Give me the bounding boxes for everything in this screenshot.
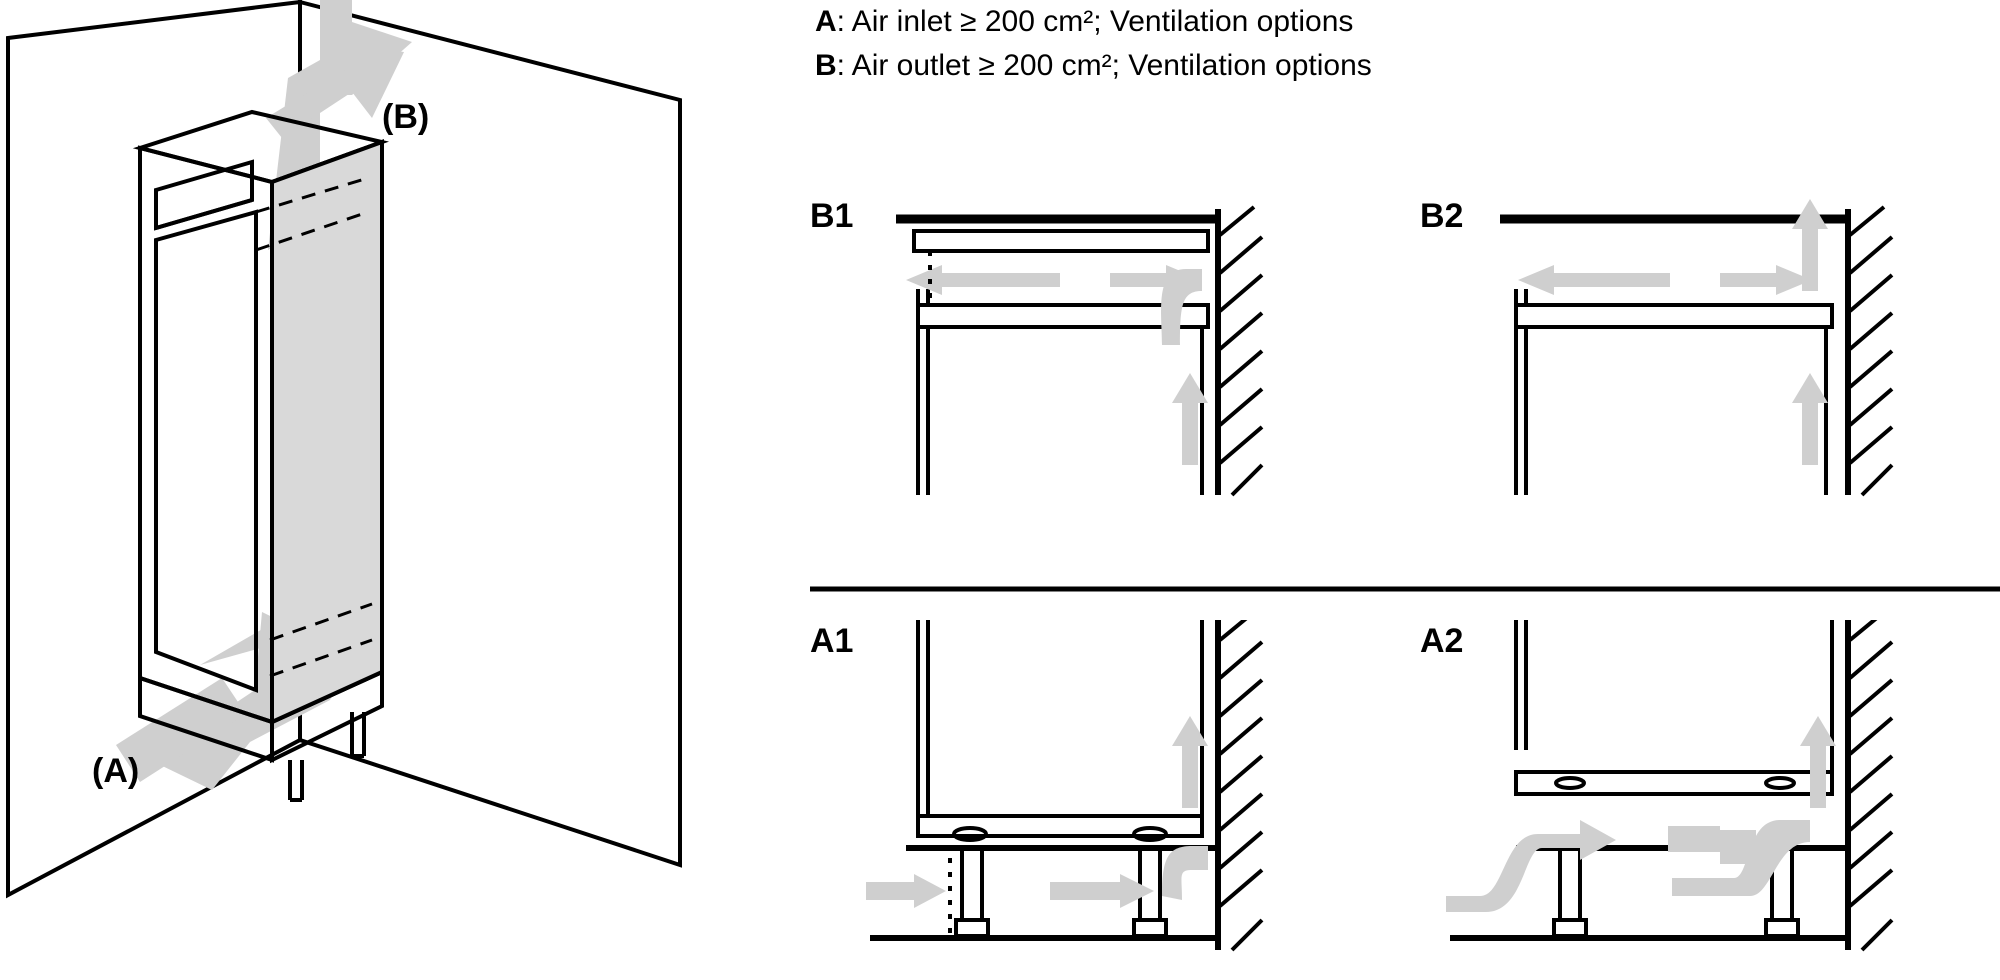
panel-a1-label: A1	[810, 622, 853, 660]
hidden-edge-top	[255, 176, 369, 214]
panel-b2: B2	[1420, 197, 1894, 497]
legend-text-b: : Air outlet ≥ 200 cm²; Ventilation opti…	[836, 49, 1372, 82]
legend-line-a: A: Air inlet ≥ 200 cm²; Ventilation opti…	[815, 0, 1915, 44]
panel-a2-label: A2	[1420, 622, 1463, 660]
foot-rear	[350, 712, 366, 758]
main-label-b: (B)	[382, 98, 429, 136]
b1-upper-duct	[912, 229, 1210, 253]
arrow-head-top	[266, 42, 404, 138]
panel-divider	[810, 586, 2000, 592]
legend-key-a: A	[815, 5, 837, 38]
a1-base	[870, 826, 1220, 941]
b2-wall-hatch	[1845, 205, 1894, 497]
cabinet-side-shaded	[270, 139, 384, 726]
legend-key-b: B	[815, 49, 837, 82]
panel-a1: A1	[810, 620, 1264, 952]
hidden-edge-bottom	[269, 602, 373, 642]
panel-b2-label: B2	[1420, 197, 1463, 235]
panel-a2: A2	[1420, 620, 1894, 952]
b1-wall-hatch	[1215, 205, 1264, 497]
a2-arrows	[1446, 716, 1836, 912]
b1-appliance	[916, 289, 1210, 495]
a1-wall-hatch	[1215, 620, 1264, 952]
legend-line-b: B: Air outlet ≥ 200 cm²; Ventilation opt…	[815, 44, 1915, 88]
a2-wall-hatch	[1845, 620, 1894, 952]
legend-text-a: : Air inlet ≥ 200 cm²; Ventilation optio…	[836, 5, 1354, 38]
panel-b1: B1	[810, 197, 1264, 497]
b1-arrows	[906, 265, 1208, 465]
b2-arrows	[1518, 199, 1828, 465]
cabinet-opening	[154, 209, 258, 693]
foot-front	[288, 760, 304, 802]
a1-arrows	[866, 716, 1208, 908]
b2-appliance	[1514, 289, 1834, 495]
legend: A: Air inlet ≥ 200 cm²; Ventilation opti…	[815, 0, 1915, 88]
main-isometric-diagram: (B) (A)	[6, 0, 682, 899]
a1-appliance	[916, 620, 1204, 838]
main-label-a: (A)	[92, 752, 139, 790]
hidden-edge-bottom2	[269, 638, 373, 678]
panel-b1-label: B1	[810, 197, 853, 235]
hidden-edge-top2	[255, 210, 369, 252]
a2-appliance	[1514, 620, 1834, 796]
